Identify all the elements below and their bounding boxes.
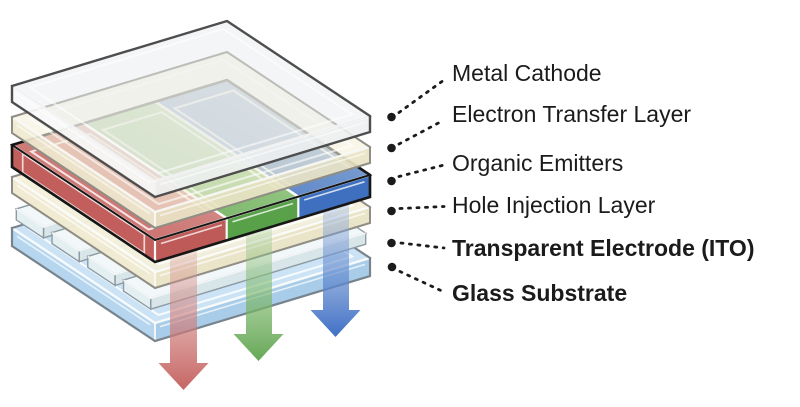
callout-dot-transparent-electrode: [387, 238, 396, 248]
emitter-red-front-left: [12, 145, 155, 262]
label-hole-injection: Hole Injection Layer: [452, 192, 656, 218]
metal-cathode-layer: [10, 19, 372, 199]
label-organic-emitters: Organic Emitters: [452, 150, 623, 176]
callout-dot-electron-transfer-layer: [387, 143, 396, 153]
label-glass-substrate: Glass Substrate: [452, 280, 627, 306]
blue-emission-arrow: [310, 190, 361, 337]
label-transparent-electrode: Transparent Electrode (ITO): [452, 235, 754, 261]
callout-dot-metal-cathode: [387, 112, 396, 122]
callout-dots: [387, 112, 397, 272]
callout-dot-organic-emitters: [387, 176, 396, 186]
red-emission-arrow: [158, 228, 209, 390]
callouts: Metal Cathode Electron Transfer Layer Or…: [387, 60, 754, 306]
green-emission-arrow: [233, 208, 284, 361]
callout-lines: [397, 78, 446, 294]
emission-arrows: [158, 190, 361, 390]
cathode-outline: [10, 19, 372, 199]
callout-dot-hole-injection-layer: [387, 206, 396, 216]
layer-labels: Metal Cathode Electron Transfer Layer Or…: [452, 60, 754, 306]
label-metal-cathode: Metal Cathode: [452, 60, 602, 86]
label-electron-transfer: Electron Transfer Layer: [452, 101, 691, 127]
callout-dot-glass-substrate: [387, 262, 397, 272]
